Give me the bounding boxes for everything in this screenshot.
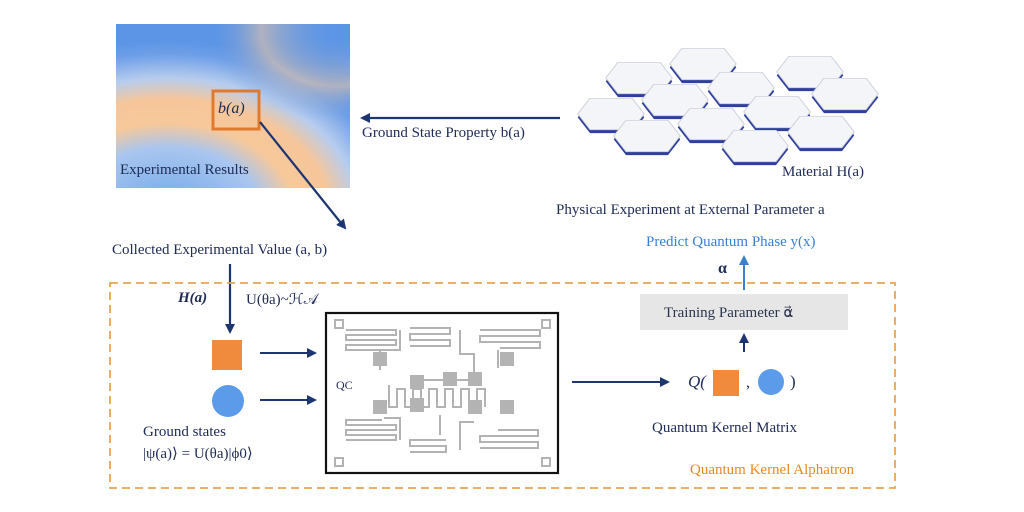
experimental-results-label: Experimental Results <box>120 162 249 178</box>
orange-square-icon <box>212 340 242 370</box>
kernel-close: ) <box>790 372 796 391</box>
experimental-results-heatmap <box>116 24 350 188</box>
hexagon-lattice-icon <box>577 48 879 166</box>
predict-phase-label: Predict Quantum Phase y(x) <box>646 234 816 250</box>
result-box-label: b(a) <box>218 100 245 117</box>
kernel-orange-square-icon <box>713 370 739 396</box>
alpha-vector-label: α⃗ <box>718 260 740 277</box>
ground-state-property-label: Ground State Property b(a) <box>362 125 525 141</box>
kernel-matrix-label: Quantum Kernel Matrix <box>652 420 797 436</box>
material-label: Material H(a) <box>782 164 865 180</box>
collected-value-label: Collected Experimental Value (a, b) <box>112 242 328 258</box>
ground-states-title: Ground states <box>143 424 226 440</box>
quantum-chip-icon <box>324 311 560 475</box>
kernel-comma: , <box>746 374 750 391</box>
training-parameter-box <box>640 294 848 330</box>
training-parameter-label: Training Parameter α⃗ <box>664 305 794 321</box>
blue-circle-icon <box>212 385 244 417</box>
ground-states-equation: |ψ(a)⟩ = U(θa)|ϕ0⟩ <box>143 446 253 462</box>
unitary-label: U(θa)~ℋ𝒜 <box>246 292 318 308</box>
qc-label: QC <box>336 378 353 392</box>
kernel-blue-circle-icon <box>758 369 784 395</box>
hamiltonian-label: H(a) <box>178 290 208 306</box>
alphatron-title: Quantum Kernel Alphatron <box>690 462 855 478</box>
physical-experiment-label: Physical Experiment at External Paramete… <box>556 202 825 218</box>
kernel-q-label: Q( <box>688 372 706 391</box>
alphatron-border <box>109 282 896 489</box>
